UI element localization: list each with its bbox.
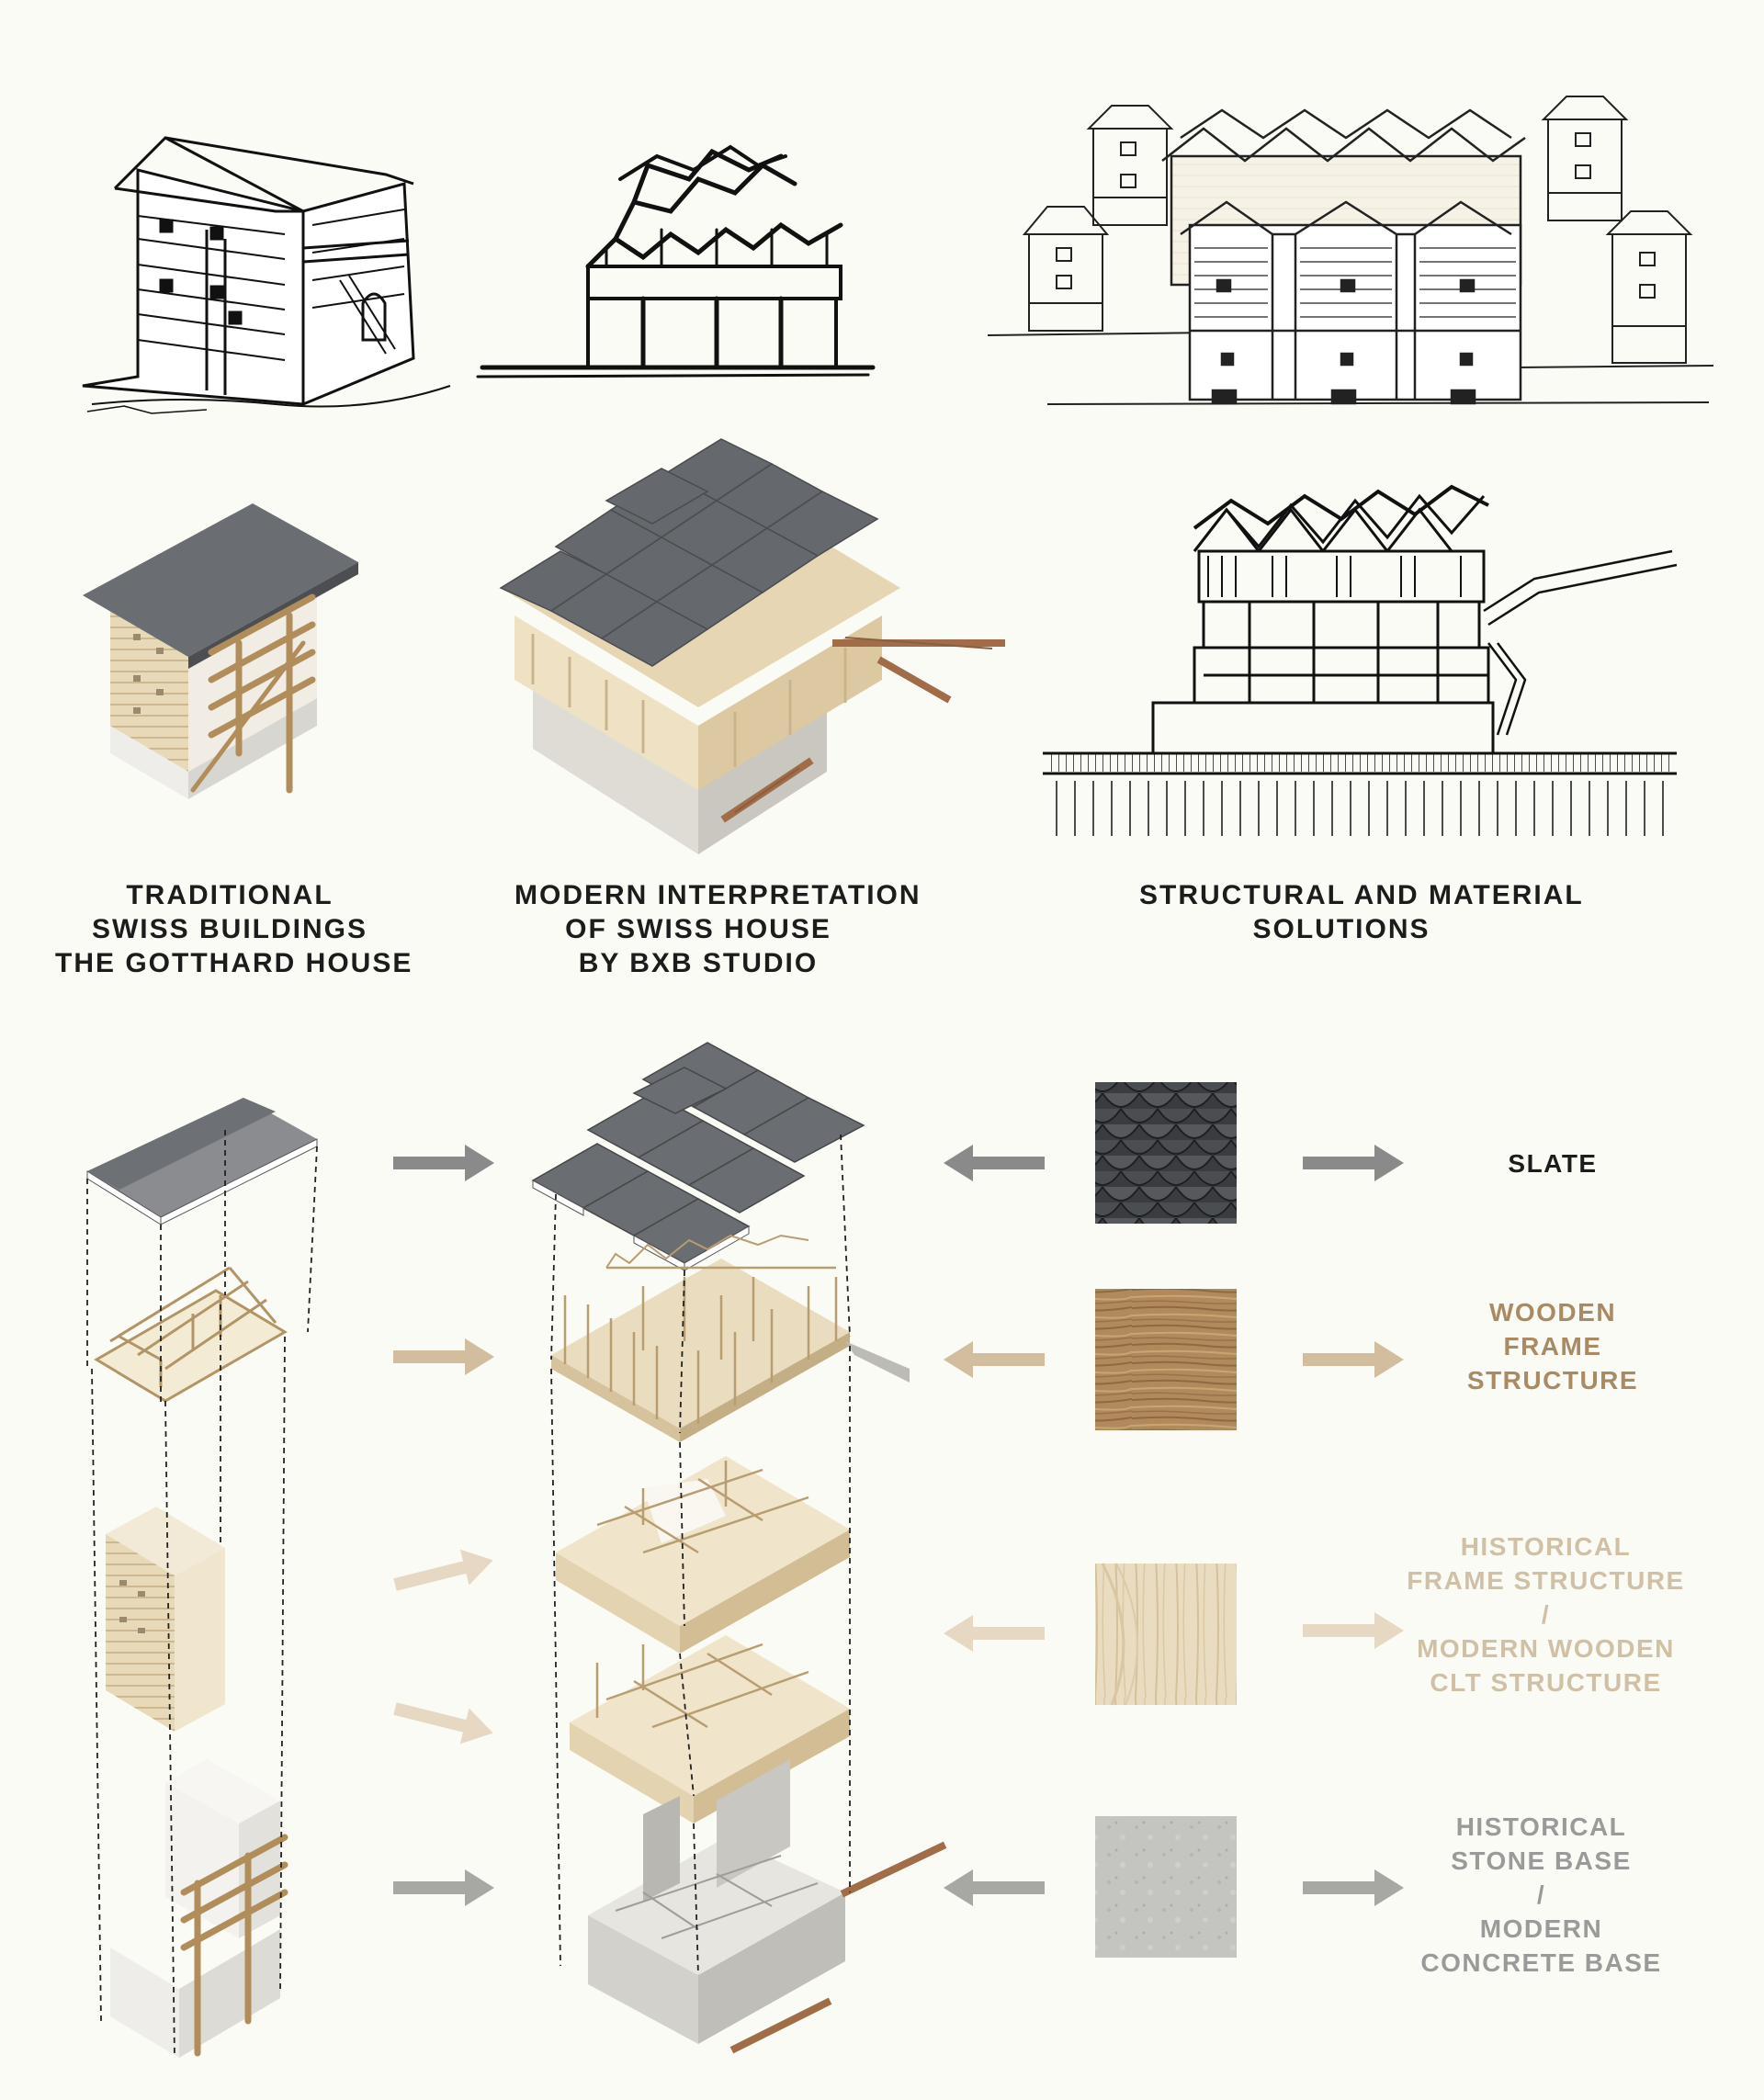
label-line: SLATE (1508, 1149, 1598, 1178)
label-line: STONE BASE (1451, 1846, 1632, 1875)
arrow-right-icon (393, 1145, 494, 1181)
label-wooden-frame: WOODEN FRAME STRUCTURE (1433, 1295, 1672, 1397)
label-concrete: HISTORICAL STONE BASE / MODERN CONCRETE … (1406, 1810, 1677, 1980)
arrow-left-icon (944, 1341, 1045, 1378)
caption-line: OF SWISS HOUSE (565, 914, 831, 944)
sketch-gotthard-house (82, 136, 451, 414)
arrow-right-icon (1303, 1612, 1404, 1649)
caption-structural: STRUCTURAL AND MATERIAL SOLUTIONS (1139, 878, 1584, 946)
label-line: HISTORICAL (1460, 1532, 1632, 1561)
swatch-wood (1095, 1289, 1237, 1430)
sketch-modern-concept (476, 144, 876, 378)
exploded-traditional-house (86, 1098, 318, 2059)
label-slate: SLATE (1433, 1146, 1672, 1180)
caption-line: BY BXB STUDIO (578, 948, 819, 978)
arrow-right-icon (1303, 1341, 1404, 1378)
label-clt: HISTORICAL FRAME STRUCTURE / MODERN WOOD… (1392, 1530, 1700, 1699)
label-line: WOODEN (1488, 1298, 1617, 1327)
arrow-left-icon (944, 1145, 1045, 1181)
label-line: FRAME STRUCTURE (1407, 1566, 1685, 1595)
arrow-right-icon (390, 1541, 498, 1603)
arrow-right-icon (393, 1869, 494, 1906)
sketch-structural-elevation (1043, 484, 1678, 836)
render-gotthard-house (83, 503, 358, 799)
swatch-slate (1095, 1082, 1237, 1224)
label-line: CLT STRUCTURE (1430, 1668, 1662, 1697)
caption-line: THE GOTTHARD HOUSE (55, 948, 413, 978)
label-line: / (1536, 1880, 1546, 1909)
label-line: STRUCTURE (1466, 1366, 1639, 1394)
caption-line: STRUCTURAL AND MATERIAL (1139, 880, 1584, 910)
caption-line: SWISS BUILDINGS (91, 914, 368, 944)
label-line: CONCRETE BASE (1420, 1948, 1662, 1977)
arrow-left-icon (944, 1615, 1045, 1652)
caption-modern: MODERN INTERPRETATION OF SWISS HOUSE BY … (514, 878, 922, 980)
arrow-right-icon (1303, 1869, 1404, 1906)
arrow-right-icon (390, 1690, 498, 1752)
caption-line: MODERN INTERPRETATION (514, 880, 922, 910)
arrow-right-icon (1303, 1145, 1404, 1181)
sketch-village-elevation (987, 96, 1714, 405)
label-line: / (1541, 1600, 1551, 1629)
caption-line: TRADITIONAL (126, 880, 334, 910)
swatch-concrete (1095, 1816, 1237, 1958)
swatch-clt (1095, 1563, 1237, 1706)
render-modern-house (499, 438, 1005, 854)
label-line: HISTORICAL (1455, 1812, 1627, 1841)
caption-line: SOLUTIONS (1252, 914, 1430, 944)
arrow-left-icon (944, 1869, 1045, 1906)
exploded-modern-house (531, 1042, 947, 2054)
label-line: FRAME (1503, 1332, 1602, 1360)
label-line: MODERN (1479, 1914, 1603, 1943)
caption-traditional: TRADITIONAL SWISS BUILDINGS THE GOTTHARD… (55, 878, 413, 980)
label-line: MODERN WOODEN (1417, 1634, 1675, 1663)
arrow-right-icon (393, 1338, 494, 1375)
